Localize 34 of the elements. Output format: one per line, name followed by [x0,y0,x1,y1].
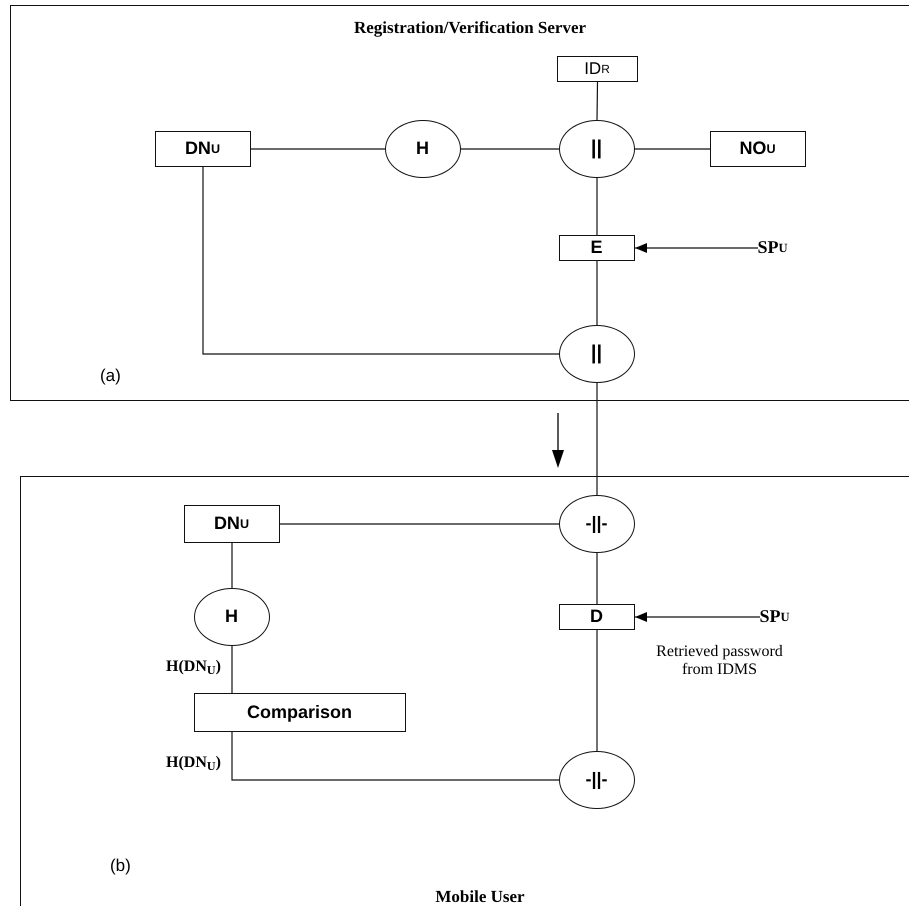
connector-line [231,543,233,588]
connector-line [596,178,598,235]
process-box: Comparison [194,692,406,732]
edge-label: H(DN$_{U}$) [166,754,221,772]
operator-circle: H [384,120,460,178]
connector-line [635,243,758,253]
connector-line [635,148,710,150]
process-box: E [558,234,634,260]
panel-label: (a) [100,366,121,386]
panel-label: (b) [110,856,131,876]
connector-line [635,612,760,622]
operator-circle: -||- [558,750,634,808]
operator-circle: || [558,324,634,382]
connector-line [231,646,233,693]
edge-label: H(DN$_{U}$) [166,658,221,676]
server-panel [10,5,909,401]
operator-circle: || [558,120,634,178]
panel-title: Registration/Verification Server [352,18,588,38]
connector-line [596,82,598,120]
connector-line [202,167,559,355]
operator-circle: H [194,588,270,646]
connector-line [596,553,598,604]
connector-line [280,523,559,525]
note-text: Retrieved password from IDMS [655,642,784,680]
operator-circle: -||- [558,494,634,552]
connector-line [251,148,385,150]
user-panel [20,476,909,906]
connector-line [596,630,598,751]
connector-line [231,732,559,781]
process-box: D [558,604,634,630]
connector-line [596,261,598,325]
connector-line [461,148,559,150]
connector-line [596,383,598,495]
panel-title: Mobile User [434,887,526,906]
